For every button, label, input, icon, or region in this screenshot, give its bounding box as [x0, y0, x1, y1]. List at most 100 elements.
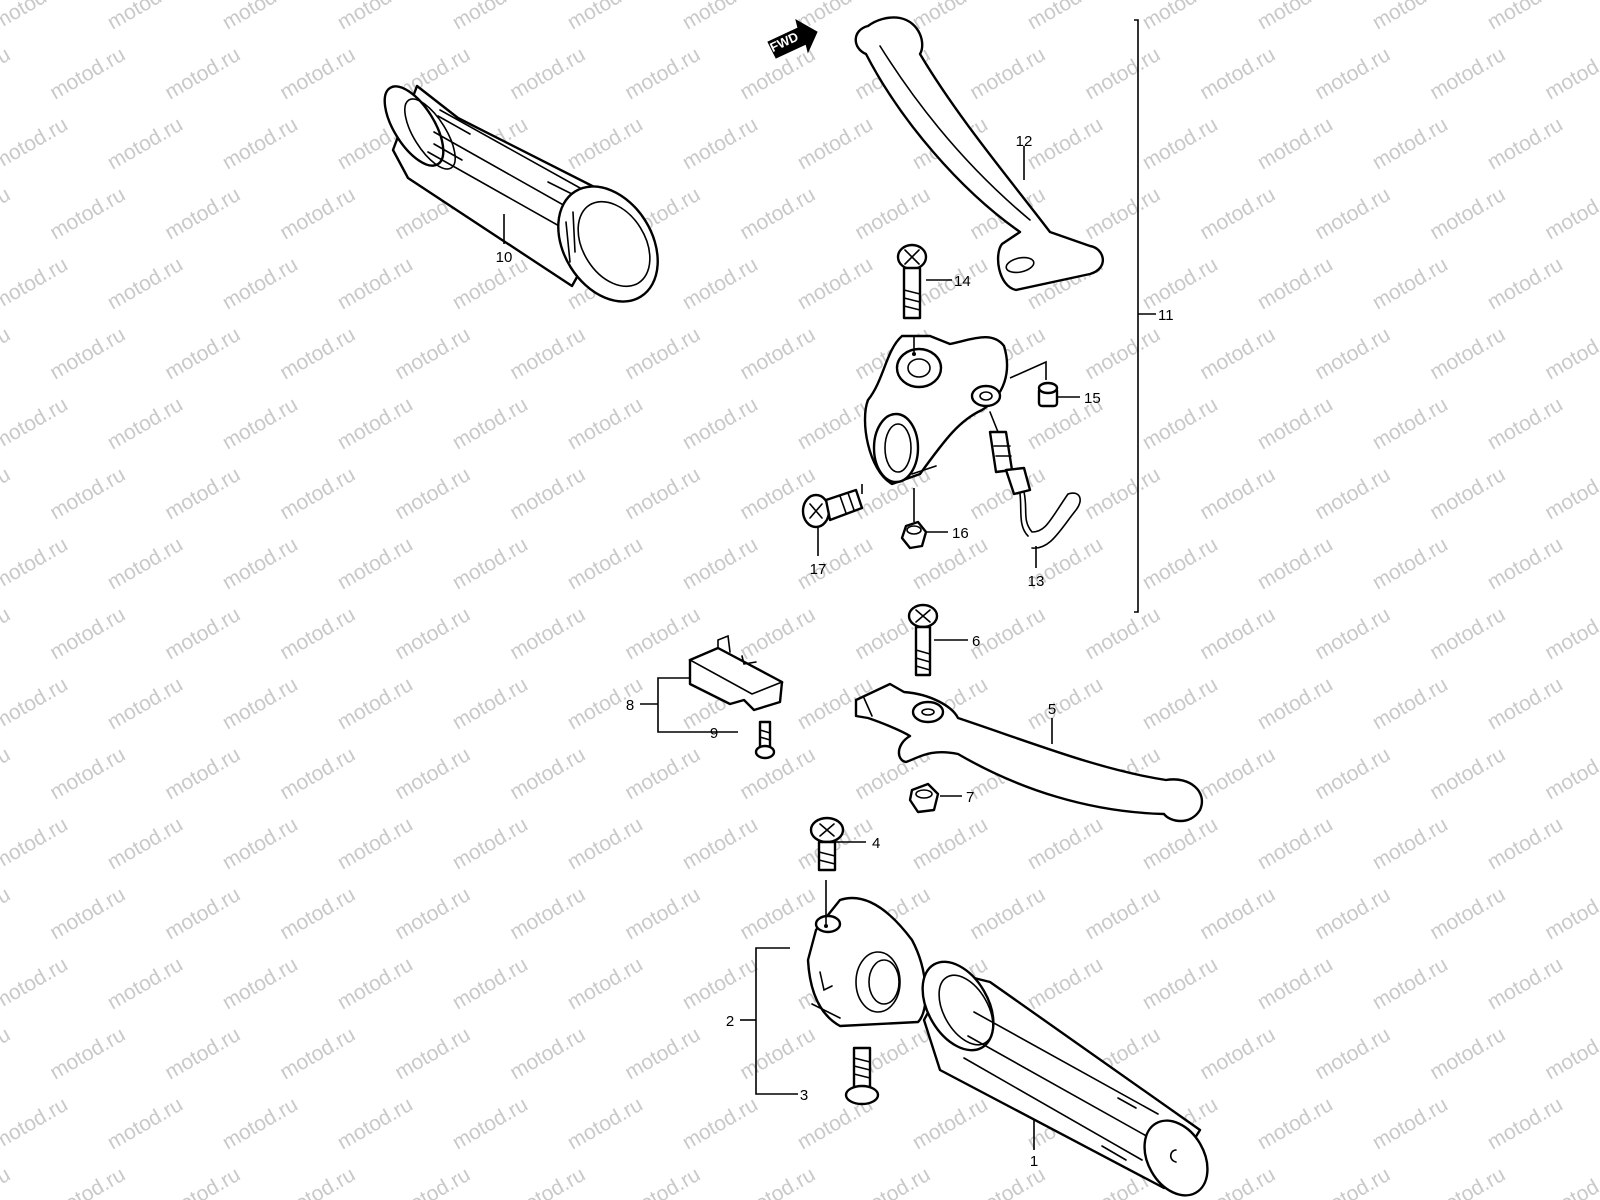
- callout-12: 12: [1016, 133, 1033, 150]
- watermark-text: motod.ru: [161, 1163, 244, 1200]
- lever-nut: [908, 782, 940, 814]
- watermark-text: motod.ru: [449, 533, 532, 594]
- nut: [900, 520, 928, 550]
- watermark-text: motod.ru: [794, 533, 877, 594]
- brake-lever: [854, 682, 1203, 823]
- watermark-text: motod.ru: [1311, 43, 1394, 104]
- watermark-text: motod.ru: [104, 393, 187, 454]
- watermark-text: motod.ru: [1541, 1163, 1600, 1200]
- watermark-text: motod.ru: [1541, 323, 1600, 384]
- watermark-text: motod.ru: [564, 113, 647, 174]
- watermark-text: motod.ru: [161, 743, 244, 804]
- watermark-text: motod.ru: [909, 1093, 992, 1154]
- watermark-text: motod.ru: [1369, 533, 1452, 594]
- watermark-text: motod.ru: [104, 533, 187, 594]
- watermark-text: motod.ru: [1081, 603, 1164, 664]
- watermark-text: motod.ru: [506, 743, 589, 804]
- watermark-text: motod.ru: [1139, 393, 1222, 454]
- watermark-text: motod.ru: [276, 183, 359, 244]
- watermark-text: motod.ru: [0, 743, 14, 804]
- watermark-text: motod.ru: [1311, 183, 1394, 244]
- watermark-text: motod.ru: [391, 463, 474, 524]
- watermark-text: motod.ru: [506, 883, 589, 944]
- watermark-text: motod.ru: [219, 813, 302, 874]
- watermark-text: motod.ru: [1196, 1023, 1279, 1084]
- watermark-text: motod.ru: [219, 1093, 302, 1154]
- watermark-text: motod.ru: [1139, 953, 1222, 1014]
- collar: [1037, 381, 1059, 408]
- watermark-text: motod.ru: [1426, 323, 1509, 384]
- watermark-text: motod.ru: [0, 533, 72, 594]
- leader-lines: [503, 19, 1156, 1150]
- watermark-text: motod.ru: [104, 953, 187, 1014]
- watermark-text: motod.ru: [679, 0, 762, 34]
- watermark-text: motod.ru: [564, 953, 647, 1014]
- watermark-text: motod.ru: [1484, 953, 1567, 1014]
- callout-4: 4: [872, 835, 880, 852]
- watermark-text: motod.ru: [736, 1163, 819, 1200]
- watermark-text: motod.ru: [1426, 43, 1509, 104]
- watermark-text: motod.ru: [0, 813, 72, 874]
- watermark-text: motod.ru: [1081, 323, 1164, 384]
- lever-pivot-bolt: [907, 603, 939, 677]
- watermark-text: motod.ru: [1196, 463, 1279, 524]
- watermark-text: motod.ru: [449, 253, 532, 314]
- watermark-text: motod.ru: [391, 1163, 474, 1200]
- pivot-bolt: [896, 243, 928, 320]
- watermark-text: motod.ru: [1139, 533, 1222, 594]
- watermark-text: motod.ru: [0, 323, 14, 384]
- watermark-text: motod.ru: [564, 0, 647, 34]
- watermark-text: motod.ru: [0, 1163, 14, 1200]
- watermark-text: motod.ru: [1369, 0, 1452, 34]
- watermark-text: motod.ru: [0, 463, 14, 524]
- watermark-text: motod.ru: [1081, 463, 1164, 524]
- watermark-text: motod.ru: [1081, 183, 1164, 244]
- watermark-text: motod.ru: [1369, 393, 1452, 454]
- watermark-text: motod.ru: [0, 603, 14, 664]
- watermark-text: motod.ru: [1254, 0, 1337, 34]
- watermark-text: motod.ru: [1254, 113, 1337, 174]
- watermark-text: motod.ru: [1024, 953, 1107, 1014]
- brake-switch: [688, 634, 784, 712]
- watermark-text: motod.ru: [1254, 953, 1337, 1014]
- callout-11: 11: [1158, 307, 1174, 324]
- watermark-text: motod.ru: [736, 1023, 819, 1084]
- watermark-text: motod.ru: [219, 673, 302, 734]
- lever-holder: [863, 334, 1009, 486]
- watermark-text: motod.ru: [276, 463, 359, 524]
- watermark-text: motod.ru: [621, 323, 704, 384]
- watermark-text: motod.ru: [621, 1023, 704, 1084]
- callout-9: 9: [710, 725, 718, 742]
- watermark-text: motod.ru: [46, 1023, 129, 1084]
- watermark-text: motod.ru: [621, 43, 704, 104]
- watermark-text: motod.ru: [334, 253, 417, 314]
- watermark-text: motod.ru: [1541, 463, 1600, 524]
- watermark-text: motod.ru: [1484, 813, 1567, 874]
- watermark-text: motod.ru: [1196, 183, 1279, 244]
- watermark-text: motod.ru: [621, 743, 704, 804]
- watermark-text: motod.ru: [219, 393, 302, 454]
- watermark-text: motod.ru: [0, 183, 14, 244]
- watermark-text: motod.ru: [1599, 0, 1600, 34]
- watermark-text: motod.ru: [1484, 393, 1567, 454]
- watermark-text: motod.ru: [449, 813, 532, 874]
- watermark-text: motod.ru: [449, 953, 532, 1014]
- watermark-text: motod.ru: [506, 1163, 589, 1200]
- clutch-lever: [854, 16, 1104, 292]
- watermark-text: motod.ru: [679, 1093, 762, 1154]
- callout-6: 6: [972, 633, 980, 650]
- watermark-text: motod.ru: [794, 253, 877, 314]
- watermark-text: motod.ru: [219, 0, 302, 34]
- callout-16: 16: [952, 525, 969, 542]
- watermark-text: motod.ru: [1369, 953, 1452, 1014]
- watermark-text: motod.ru: [851, 1163, 934, 1200]
- watermark-text: motod.ru: [679, 253, 762, 314]
- watermark-text: motod.ru: [679, 813, 762, 874]
- watermark-text: motod.ru: [909, 813, 992, 874]
- watermark-text: motod.ru: [1139, 113, 1222, 174]
- grip-right: [921, 960, 1209, 1197]
- callout-15: 15: [1084, 390, 1101, 407]
- watermark-text: motod.ru: [564, 1093, 647, 1154]
- watermark-text: motod.ru: [1196, 43, 1279, 104]
- watermark-text: motod.ru: [564, 813, 647, 874]
